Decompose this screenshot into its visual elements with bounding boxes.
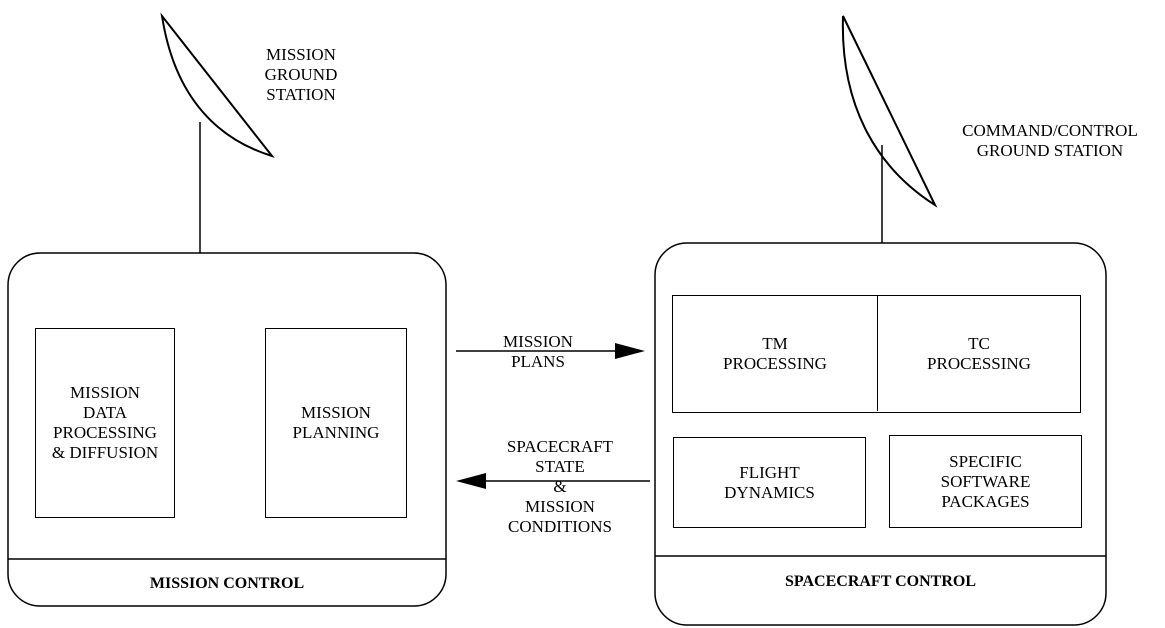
tm-tc-processing-box: TM PROCESSING TC PROCESSING (672, 295, 1081, 413)
spacecraft-state-arrow (456, 473, 650, 489)
tc-processing-cell: TC PROCESSING (927, 333, 1031, 373)
mission-plans-arrow (456, 343, 645, 359)
mission-control-container (7, 252, 447, 607)
spacecraft-control-container (654, 242, 1107, 626)
mission-control-title: MISSION CONTROL (149, 575, 305, 592)
mission-planning-box: MISSION PLANNING (265, 328, 407, 518)
spacecraft-state-label: SPACECRAFT STATE & MISSION CONDITIONS (506, 437, 614, 536)
flight-dynamics-box: FLIGHT DYNAMICS (673, 437, 866, 528)
command-ground-station-dish-icon (841, 15, 938, 208)
tm-processing-cell: TM PROCESSING (673, 296, 878, 411)
mission-ground-station-label: MISSION GROUND STATION (264, 45, 338, 104)
mission-plans-label: MISSION PLANS (503, 332, 573, 371)
mission-data-processing-box: MISSION DATA PROCESSING & DIFFUSION (35, 328, 175, 518)
spacecraft-control-title: SPACECRAFT CONTROL (785, 573, 976, 590)
command-ground-station-label: COMMAND/CONTROL GROUND STATION (962, 121, 1138, 160)
mission-ground-station-dish-icon (160, 12, 275, 158)
specific-software-packages-box: SPECIFIC SOFTWARE PACKAGES (889, 435, 1082, 528)
